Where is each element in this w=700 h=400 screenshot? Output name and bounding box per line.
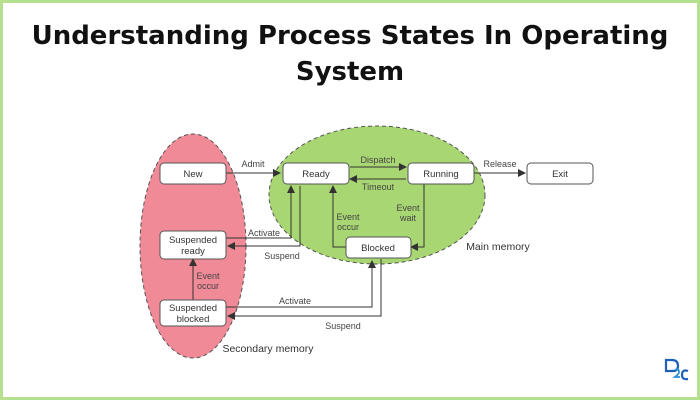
node-suspended-ready-label-2: ready — [181, 246, 205, 257]
edge-label-event-wait-2: wait — [399, 213, 417, 223]
edge-label-activate-ready: Activate — [248, 228, 280, 238]
node-blocked-label: Blocked — [361, 243, 395, 254]
edge-activate-blocked — [226, 260, 376, 308]
edge-label-activate-blocked: Activate — [279, 296, 311, 306]
edge-suspend-blocked — [227, 259, 382, 320]
node-ready: Ready — [282, 162, 350, 185]
node-suspended-blocked-label-1: Suspended — [169, 303, 217, 314]
main-memory-region — [268, 125, 486, 265]
edge-suspend-ready — [227, 186, 301, 250]
node-suspended-ready: Suspended ready — [159, 230, 227, 260]
d2c-logo-icon — [664, 358, 689, 381]
node-suspended-blocked: Suspended blocked — [159, 299, 227, 327]
secondary-memory-label: Secondary memory — [222, 343, 314, 355]
node-blocked: Blocked — [345, 236, 412, 259]
edge-label-release: Release — [483, 159, 516, 169]
node-ready-label: Ready — [302, 169, 330, 180]
node-new-label: New — [183, 169, 202, 180]
edge-label-suspend-blocked: Suspend — [325, 321, 361, 331]
edge-label-suspend-ready: Suspend — [264, 251, 300, 261]
node-exit-label: Exit — [552, 169, 568, 180]
node-suspended-blocked-label-2: blocked — [177, 314, 210, 325]
edge-label-event-occur-secondary-2: occur — [197, 281, 219, 291]
node-running: Running — [407, 162, 475, 185]
edge-label-timeout: Timeout — [362, 182, 395, 192]
edge-activate-ready — [226, 185, 295, 239]
edge-label-dispatch: Dispatch — [360, 155, 395, 165]
node-suspended-ready-label-1: Suspended — [169, 235, 217, 246]
edge-label-event-occur-main-2: occur — [337, 222, 359, 232]
edge-event-occur-main — [329, 185, 346, 248]
edge-label-admit: Admit — [241, 159, 265, 169]
main-memory-label: Main memory — [466, 241, 530, 253]
edge-label-event-wait-1: Event — [396, 203, 420, 213]
edge-label-event-occur-secondary-1: Event — [196, 271, 220, 281]
edge-event-wait — [410, 184, 425, 251]
node-exit: Exit — [526, 162, 594, 185]
title-line-2: System — [295, 57, 405, 87]
node-running-label: Running — [423, 169, 458, 180]
edge-label-event-occur-main-1: Event — [336, 212, 360, 222]
title-line-1: Understanding Process States In Operatin… — [31, 21, 669, 51]
node-new: New — [159, 162, 227, 185]
page-title: Understanding Process States In Operatin… — [0, 18, 700, 90]
